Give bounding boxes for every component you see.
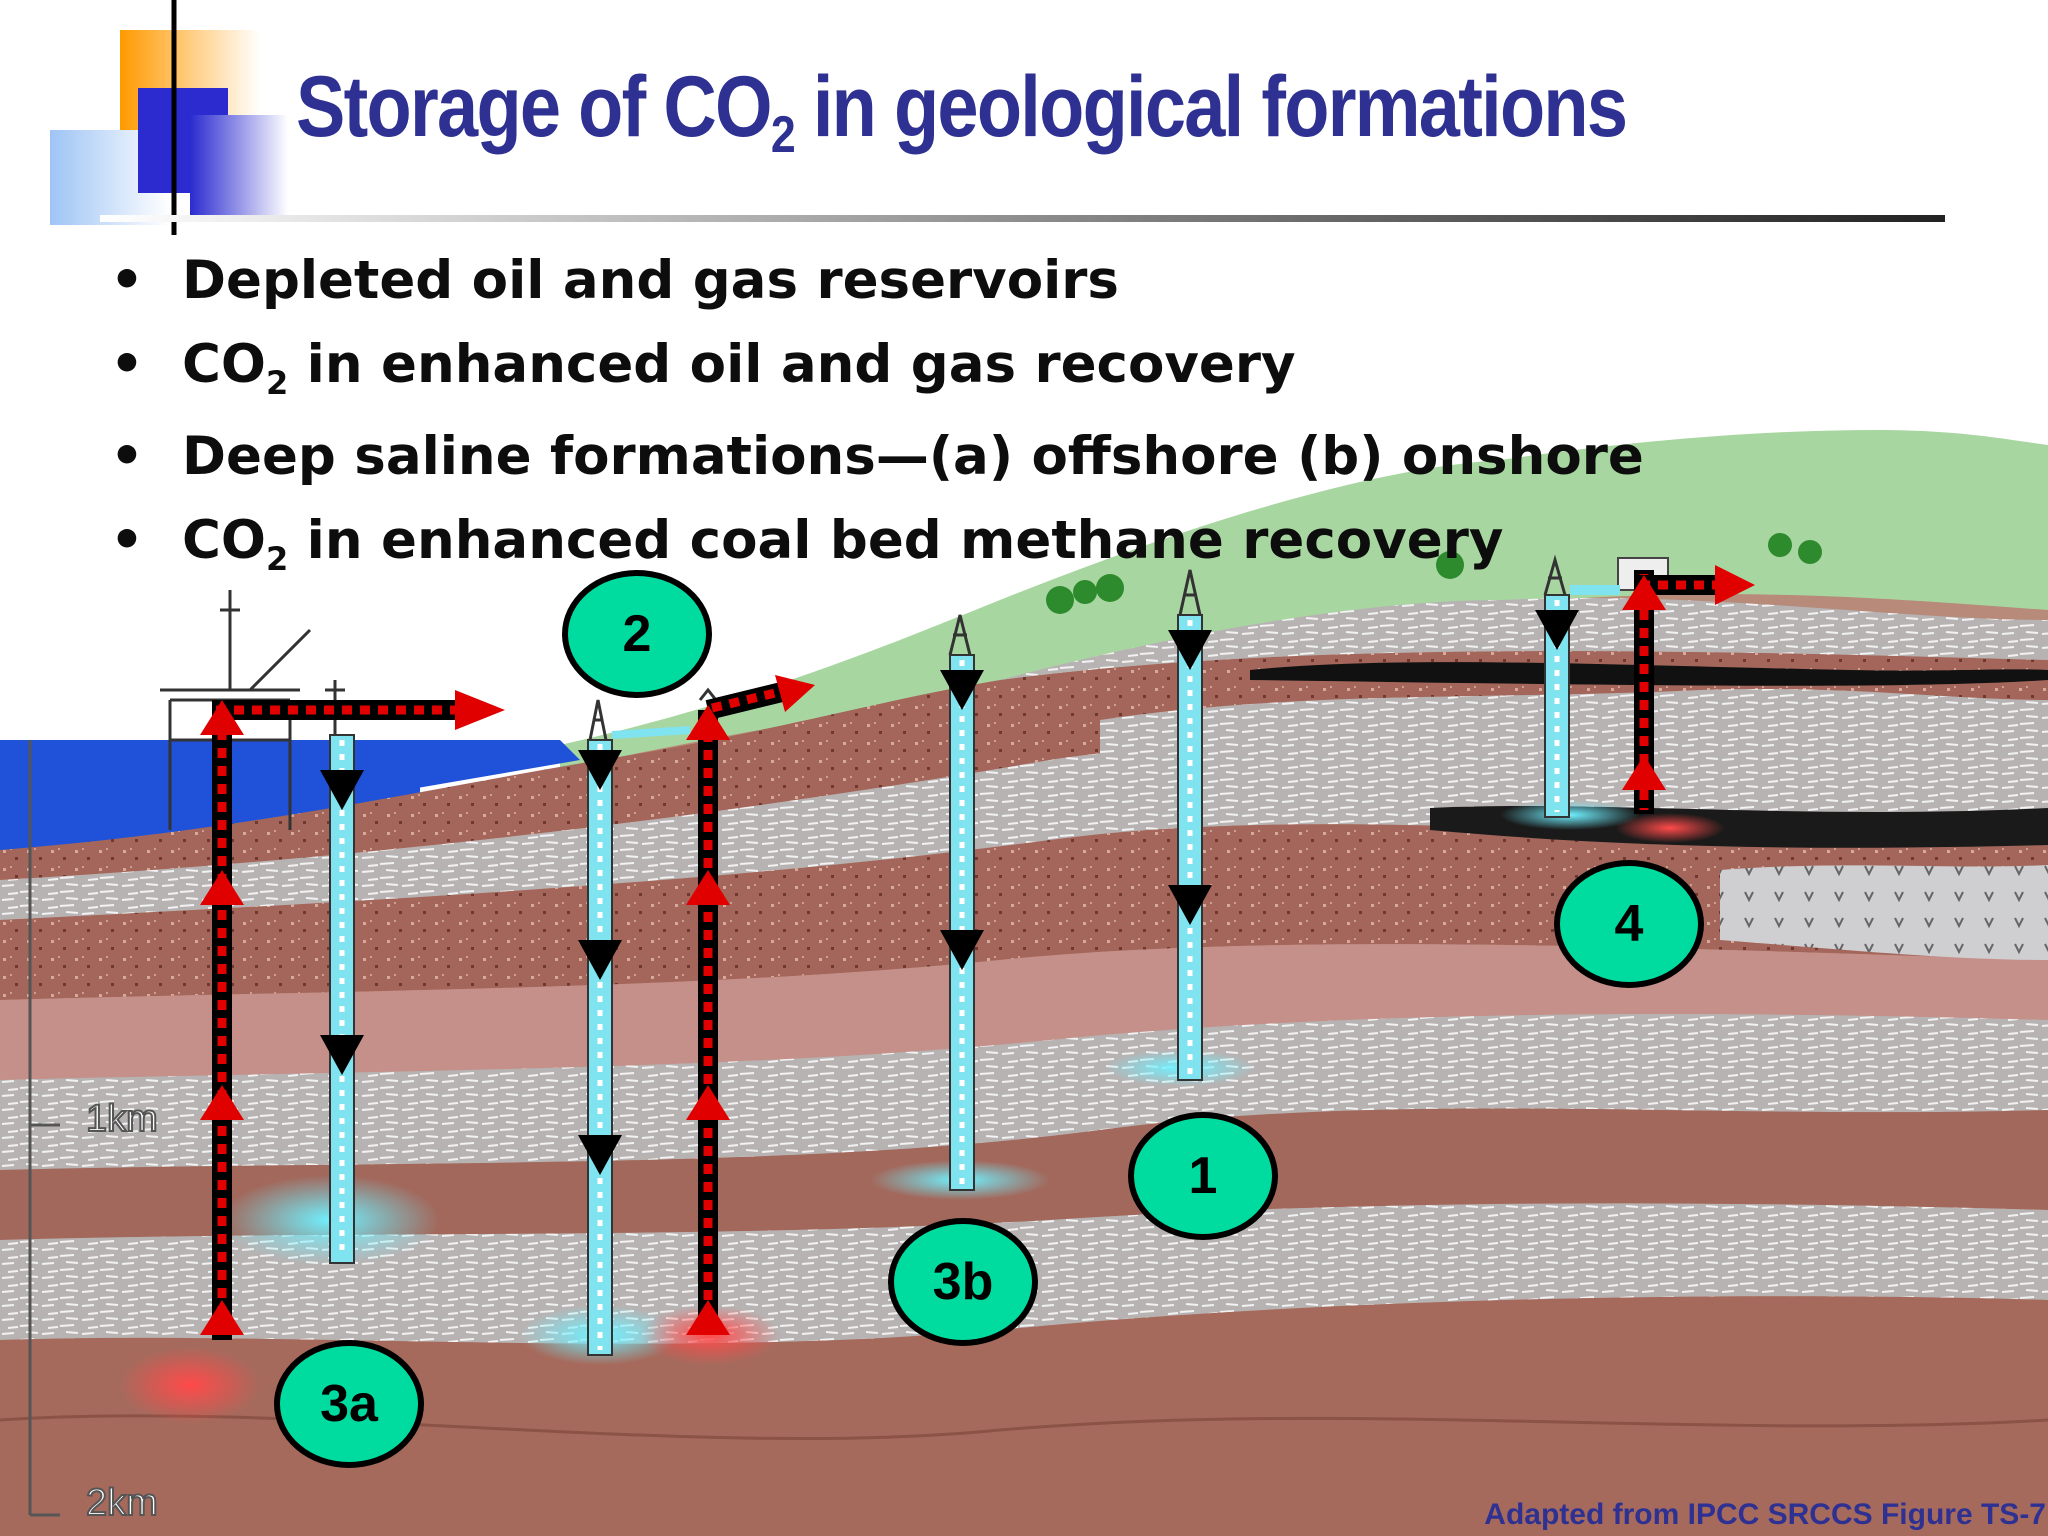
label-4: 4 bbox=[1554, 860, 1704, 988]
bullet-text: CO2 in enhanced coal bed methane recover… bbox=[182, 510, 1503, 578]
production-pipes bbox=[212, 565, 1755, 1340]
depth-label-1km: 1km bbox=[85, 1097, 159, 1141]
bullet-text-pre: Depleted oil and gas reservoirs bbox=[182, 250, 1119, 311]
title-subscript: 2 bbox=[770, 106, 796, 164]
production-arrows bbox=[200, 575, 1666, 1335]
injection-arrows bbox=[320, 610, 1579, 1175]
bullet-text-post: in enhanced oil and gas recovery bbox=[288, 334, 1296, 395]
page-title: Storage of CO2 in geological formations bbox=[296, 58, 1628, 165]
label-3b: 3b bbox=[888, 1218, 1038, 1346]
bullet-text-sub: 2 bbox=[265, 364, 289, 402]
label-1: 1 bbox=[1128, 1112, 1278, 1240]
depth-scale bbox=[28, 740, 60, 1517]
bullet-text-sub: 2 bbox=[265, 540, 289, 578]
bullet-text-post: in enhanced coal bed methane recovery bbox=[288, 510, 1504, 571]
bullet-text: CO2 in enhanced oil and gas recovery bbox=[182, 334, 1296, 402]
label-2: 2 bbox=[562, 570, 712, 698]
bullet-dot: • bbox=[110, 510, 144, 571]
bullet-dot: • bbox=[110, 334, 144, 395]
bullet-dot: • bbox=[110, 250, 144, 311]
label-3a: 3a bbox=[274, 1340, 424, 1468]
bullet-text: Deep saline formations—(a) offshore (b) … bbox=[182, 426, 1644, 487]
well-derricks bbox=[588, 554, 1567, 741]
injection-pipes bbox=[329, 585, 1620, 1356]
bullet-text-pre: Deep saline formations—(a) offshore (b) … bbox=[182, 426, 1644, 487]
bullet-dot: • bbox=[110, 426, 144, 487]
title-decoration bbox=[50, 0, 1945, 235]
bullet-text-pre: CO bbox=[182, 334, 266, 395]
title-prefix: Storage of CO bbox=[296, 59, 773, 155]
title-suffix: in geological formations bbox=[794, 59, 1628, 155]
bullet-text: Depleted oil and gas reservoirs bbox=[182, 250, 1119, 311]
source-credit: Adapted from IPCC SRCCS Figure TS-7 bbox=[1484, 1498, 2046, 1531]
bullet-text-pre: CO bbox=[182, 510, 266, 571]
depth-label-2km: 2km bbox=[85, 1481, 159, 1525]
